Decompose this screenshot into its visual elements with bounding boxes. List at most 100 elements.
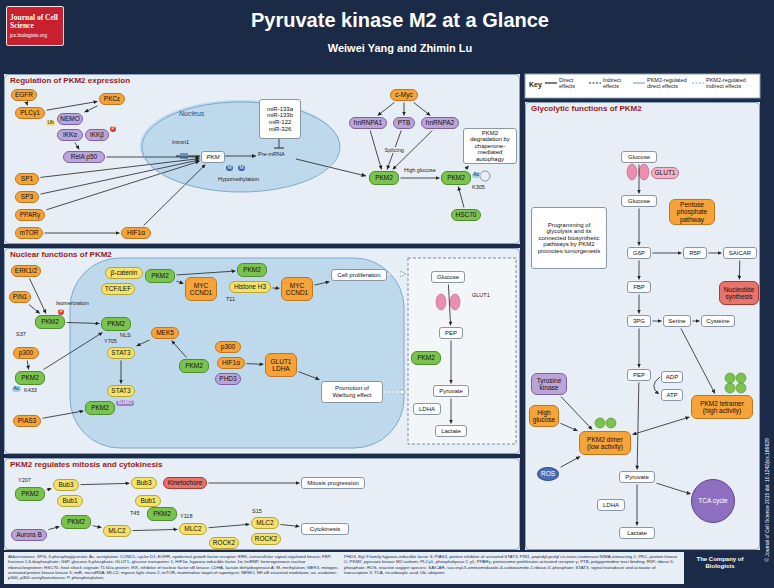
connector [633,417,690,435]
legend-text: Direct effects [559,77,587,89]
connector [85,106,98,112]
node-text: miR-133a miR-133b miR-122 miR-326 [263,106,297,132]
panel: Regulation of PKM2 expressionNucleusPKME… [4,74,520,244]
molecule-pill: HIF1α [121,227,151,239]
journal-logo: Journal of Cell Sciencejcs.biologists.or… [6,6,64,46]
pkm2-pill: PKM2 [15,487,45,501]
connector [637,485,638,526]
annotation: S15 [252,508,262,514]
annotation: T45 [130,510,139,516]
node-text: ATP [666,392,677,399]
splicing-arrow [296,159,366,176]
node-text: PHD3 [219,375,236,382]
nucleus-fill [70,258,404,448]
pkm2-pill: PKM2 [61,515,91,529]
node-text: MLC2 [184,525,201,532]
connector [44,333,103,370]
molecule-pill: PTB [393,117,415,129]
node-text: Bub3 [136,479,151,486]
process-box: LDHA [597,499,625,511]
molecule-pill: MLC2 [103,525,131,537]
molecule-pill: hnRNPA2 [421,117,459,129]
connector [709,253,722,254]
legend-sample [692,80,704,86]
connector [465,166,469,170]
node-text: GLUT1 [655,169,676,176]
node-text: Programming of glycolysis and its connec… [535,222,603,255]
legend-text: Indirect effects [603,77,631,89]
annotation: Weiwei Yang and Zhimin Lu [250,42,550,55]
connector [315,282,330,285]
connector [681,329,715,394]
connector [561,457,581,468]
connector [47,489,52,490]
molecule-pill: EGFR [11,89,37,101]
node-text: Bub1 [62,497,77,504]
molecule-pill: PPARγ [15,209,45,221]
node-text: Cytokinesis [310,526,341,533]
node-text: PKM2 [185,362,203,369]
node-text: CCND1 [190,289,212,296]
process-box: PKM2 degradation by chaperone-mediated a… [463,128,517,165]
node-text: IKKα [63,131,77,138]
node-text: 3PG [633,318,645,325]
subunit [606,418,616,428]
node-text: Nuclear functions of PKM2 [10,251,514,260]
pkm2-pill: PKM2 [15,371,45,385]
molecule-pill: Tyrosine kinase [531,373,567,395]
node-text: HIF1α [222,359,240,366]
molecule-pill: MEK5 [151,327,179,339]
modification-chip: Ac [472,172,481,178]
node-text: G6P [633,250,645,257]
node-text: MYC [194,282,208,289]
annotation: K305 [472,184,485,190]
modification-chip: M [226,165,233,171]
connector [451,341,452,384]
annotation: Y705 [104,338,117,344]
pkm2-pill: PKM2 [35,315,65,329]
transporter-symbol [627,164,637,180]
node-text: Bub1 [140,497,155,504]
molecule-pill: MLC2 [179,523,207,535]
node-text: Tyrosine kinase [535,377,563,391]
molecule-pill: MYCCCND1 [281,277,313,301]
annotation: Intron1 [172,139,189,145]
molecule-pill: SP3 [15,191,39,203]
connector [49,527,60,530]
connector [43,411,84,418]
connector [657,483,691,494]
node-text: ADP [666,374,678,381]
node-text: PKM2 [21,374,39,381]
legend-line [692,82,704,83]
molecule-pill: Bub3 [53,479,79,491]
node-text: jcs.biologists.org [10,33,47,39]
node-text: SP1 [21,175,33,182]
connector [247,363,264,365]
annotation: Y207 [18,477,31,483]
node-text: Cell proliferation [337,272,380,279]
node-text: HIF1α [127,229,145,236]
connector [639,165,640,194]
molecule-pill: GLUT1LDHA [265,353,297,377]
node-text: PKM2 [447,174,465,181]
node-text: PIN1 [13,293,27,300]
molecule-pill: STAT3 [107,347,135,359]
panel-ground [4,74,520,244]
legend-line [589,82,601,83]
connector [172,341,187,358]
transcription-arrow [224,156,256,157]
connector [93,526,102,528]
connector [47,101,98,110]
transporter-symbol [436,294,446,310]
process-box: Pyruvate [619,471,655,483]
node-text: PKM2 regulates mitosis and cytokinesis [10,461,514,470]
node-text: MLC2 [108,527,125,534]
connector [281,525,300,527]
node-text: STAT3 [111,387,130,394]
process-box: Lactate [435,425,467,437]
connector [370,131,381,170]
node-text: HSC70 [456,211,477,218]
annotation: Isomerization [56,300,89,306]
node-text: Glucose [628,154,650,161]
node-text: STAT3 [111,349,130,356]
